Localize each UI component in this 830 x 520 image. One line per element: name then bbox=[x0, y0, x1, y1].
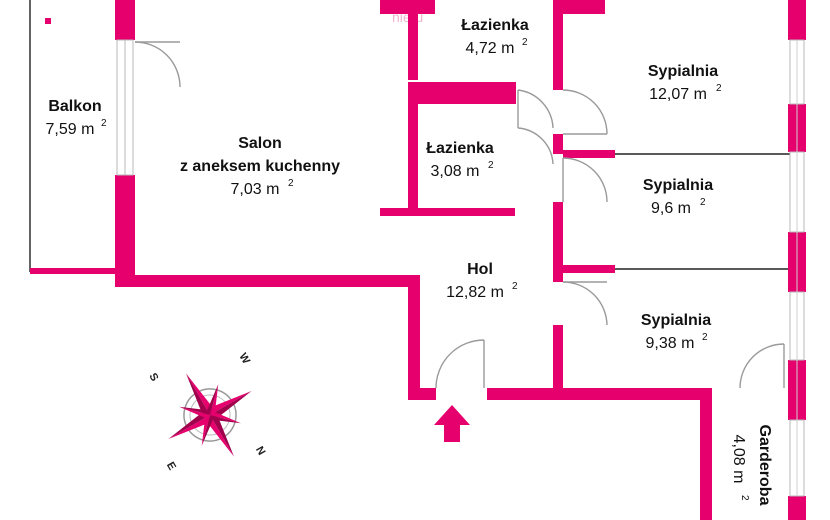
room-area-exp-garderoba: 2 bbox=[739, 495, 750, 501]
room-area-exp-sypialnia-1: 2 bbox=[716, 83, 722, 94]
room-area-sypialnia-3: 9,38 m bbox=[646, 335, 695, 352]
room-name-salon-line2: z aneksem kuchenny bbox=[180, 158, 340, 175]
compass-label-e: E bbox=[164, 460, 178, 472]
room-area-balkon: 7,59 m bbox=[46, 121, 95, 138]
room-area-exp-sypialnia-3: 2 bbox=[702, 332, 708, 343]
room-area-exp-hol: 2 bbox=[512, 281, 518, 292]
compass-label-w: W bbox=[236, 351, 252, 367]
windows bbox=[116, 39, 805, 497]
room-name-lazienka-2: Łazienka bbox=[426, 140, 494, 157]
room-name-sypialnia-3: Sypialnia bbox=[641, 312, 711, 329]
compass-label-n: N bbox=[253, 445, 267, 458]
walls bbox=[29, 0, 806, 520]
entrance-arrow-icon bbox=[434, 405, 470, 442]
room-area-garderoba: 4,08 m bbox=[730, 435, 747, 484]
room-name-hol: Hol bbox=[467, 261, 493, 278]
room-area-salon: 7,03 m bbox=[231, 181, 280, 198]
compass-rose-icon bbox=[168, 373, 252, 457]
room-area-exp-lazienka-2: 2 bbox=[488, 160, 494, 171]
room-name-garderoba: Garderoba bbox=[756, 425, 773, 506]
room-name-balkon: Balkon bbox=[48, 98, 101, 115]
doors bbox=[134, 41, 785, 389]
room-name-lazienka-1: Łazienka bbox=[461, 17, 529, 34]
room-area-lazienka-2: 3,08 m bbox=[431, 163, 480, 180]
compass-label-s: S bbox=[146, 371, 160, 383]
room-area-exp-lazienka-1: 2 bbox=[522, 37, 528, 48]
room-area-exp-balkon: 2 bbox=[101, 118, 107, 129]
room-name-salon: Salon bbox=[238, 135, 282, 152]
room-name-sypialnia-1: Sypialnia bbox=[648, 63, 718, 80]
room-area-exp-salon: 2 bbox=[288, 178, 294, 189]
room-area-sypialnia-2: 9,6 m bbox=[651, 200, 691, 217]
room-name-sypialnia-2: Sypialnia bbox=[643, 177, 713, 194]
room-area-exp-sypialnia-2: 2 bbox=[700, 197, 706, 208]
room-area-sypialnia-1: 12,07 m bbox=[649, 86, 707, 103]
room-area-lazienka-1: 4,72 m bbox=[466, 40, 515, 57]
room-area-hol: 12,82 m bbox=[446, 284, 504, 301]
